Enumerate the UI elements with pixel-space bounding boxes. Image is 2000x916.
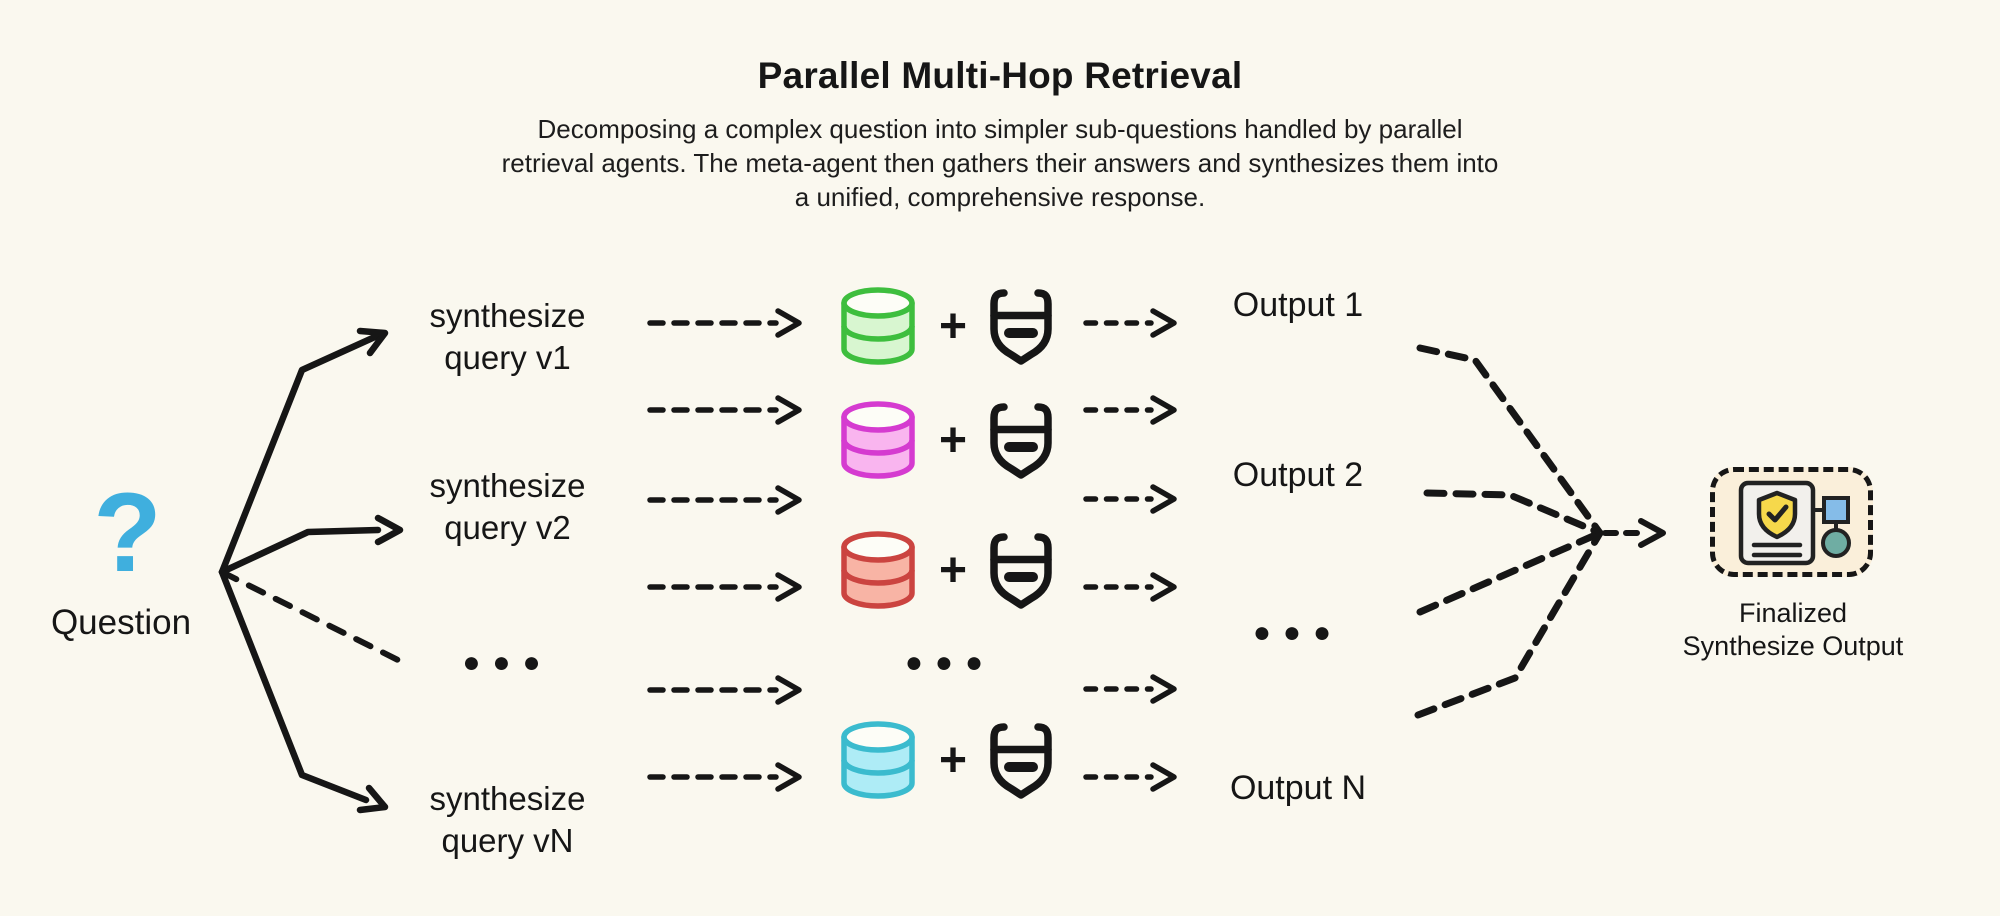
database-cyan-icon (841, 721, 915, 799)
arrow-to-query-v1 (218, 332, 381, 576)
merge-line-output-1 (1416, 344, 1604, 537)
page-title: Parallel Multi-Hop Retrieval (757, 55, 1243, 96)
agent-bot-icon (990, 289, 1052, 365)
database-body (841, 414, 915, 479)
flow-circle-icon (1821, 528, 1851, 558)
plus-sign: + (938, 544, 968, 597)
retrieval-ellipsis: ●●● (904, 646, 996, 679)
agent-bot-icon (990, 533, 1052, 609)
final-output-label-line1: Finalized (1738, 598, 1848, 628)
database-body (841, 544, 915, 609)
dashed-arrow-short-icon (1083, 762, 1177, 792)
agent-bot-icon (990, 723, 1052, 799)
dashed-arrow-icon (647, 395, 802, 425)
queries-ellipsis: ●●● (462, 646, 553, 679)
final-output-label-line2: Synthesize Output (1682, 631, 1904, 661)
page-subtitle: Decomposing a complex question into simp… (0, 112, 2000, 214)
question-mark-icon: ? (93, 470, 162, 595)
output-1-label: Output 1 (1232, 286, 1364, 324)
merge-line-output-n (1414, 529, 1604, 719)
query-vn-line2: query vN (441, 822, 574, 859)
dashed-arrow-icon (647, 675, 802, 705)
plus-sign: + (938, 734, 968, 787)
final-arrowhead (1638, 518, 1666, 548)
subtitle-line-2: retrieval agents. The meta-agent then ga… (501, 148, 1499, 178)
database-magenta-icon (841, 401, 915, 479)
arrowhead-vn (356, 784, 389, 814)
database-band (841, 569, 915, 586)
dashed-line-to-ellipsis (219, 569, 401, 663)
database-top (841, 287, 915, 319)
database-band (841, 325, 915, 342)
outputs-ellipsis: ●●● (1252, 616, 1344, 649)
flow-square-icon (1822, 496, 1850, 524)
query-v2-line1: synthesize (429, 467, 586, 504)
output-2-label: Output 2 (1232, 456, 1364, 494)
database-red-icon (841, 531, 915, 609)
merge-line-ellipsis (1416, 529, 1604, 616)
question-fanout-arrows-icon (218, 327, 404, 814)
subtitle-line-1: Decomposing a complex question into simp… (537, 114, 1463, 144)
arrow-to-query-v2 (218, 526, 382, 576)
plus-sign: + (938, 300, 968, 353)
converging-dashed-lines-icon (1414, 344, 1666, 719)
arrow-to-query-vn (218, 568, 370, 804)
query-v2-label: synthesize query v2 (375, 465, 640, 549)
agent-bot-icon (990, 403, 1052, 479)
dashed-arrow-icon (647, 308, 802, 338)
dashed-arrow-short-icon (1083, 308, 1177, 338)
dashed-arrow-short-icon (1083, 395, 1177, 425)
query-v1-label: synthesize query v1 (375, 295, 640, 379)
arrowhead-v2 (374, 514, 404, 546)
query-v1-line2: query v1 (444, 339, 571, 376)
query-v1-line1: synthesize (429, 297, 586, 334)
final-output-label: Finalized Synthesize Output (1643, 597, 1943, 663)
output-n-label: Output N (1229, 769, 1367, 807)
database-band (841, 439, 915, 456)
query-vn-line1: synthesize (429, 780, 586, 817)
database-body (841, 734, 915, 799)
query-v2-line2: query v2 (444, 509, 571, 546)
arrowhead-v1 (356, 327, 389, 357)
database-top (841, 721, 915, 753)
dashed-arrow-short-icon (1083, 572, 1177, 602)
merge-line-output-2 (1423, 489, 1604, 537)
dashed-arrow-icon (647, 572, 802, 602)
query-vn-label: synthesize query vN (375, 778, 640, 862)
database-top (841, 531, 915, 563)
dashed-arrow-short-icon (1083, 674, 1177, 704)
dashed-arrow-icon (647, 485, 802, 515)
checkmark (1766, 504, 1789, 523)
final-output-box (1710, 467, 1873, 577)
question-label: Question (50, 603, 192, 642)
final-output-icon (1738, 480, 1851, 566)
database-top (841, 401, 915, 433)
database-band (841, 759, 915, 776)
database-green-icon (841, 287, 915, 365)
database-body (841, 300, 915, 365)
dashed-arrow-icon (647, 762, 802, 792)
dashed-arrow-short-icon (1083, 484, 1177, 514)
plus-sign: + (938, 414, 968, 467)
subtitle-line-3: a unified, comprehensive response. (794, 182, 1206, 212)
